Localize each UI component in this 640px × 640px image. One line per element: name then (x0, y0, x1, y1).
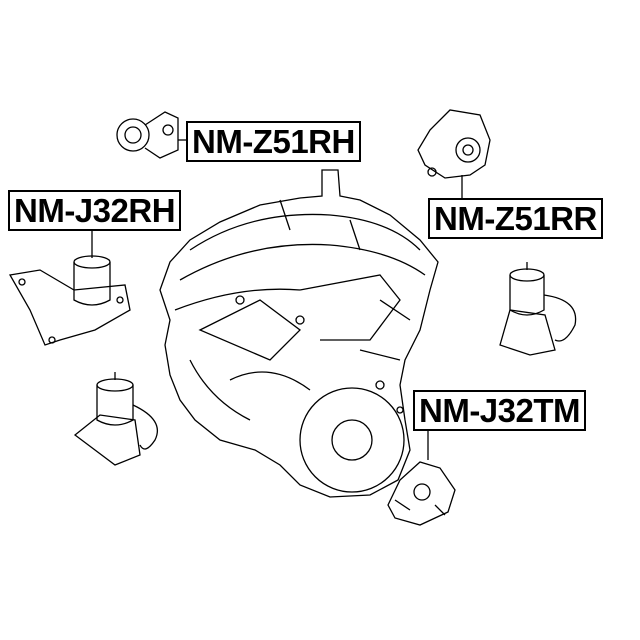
part-label-nm-j32tm: NM-J32TM (413, 390, 587, 431)
right-mount-drawing (499, 262, 577, 356)
z51rr-mount-drawing (417, 109, 491, 198)
lower-left-mount-drawing (73, 372, 159, 466)
part-label-nm-z51rr: NM-Z51RR (428, 198, 603, 239)
j32rh-mount-drawing (8, 229, 131, 346)
part-label-nm-z51rh: NM-Z51RH (186, 121, 361, 162)
z51rh-mount-drawing (116, 111, 188, 159)
part-label-nm-j32rh: NM-J32RH (8, 190, 182, 231)
engine-drawing (159, 169, 439, 498)
j32tm-mount-drawing (387, 429, 456, 526)
